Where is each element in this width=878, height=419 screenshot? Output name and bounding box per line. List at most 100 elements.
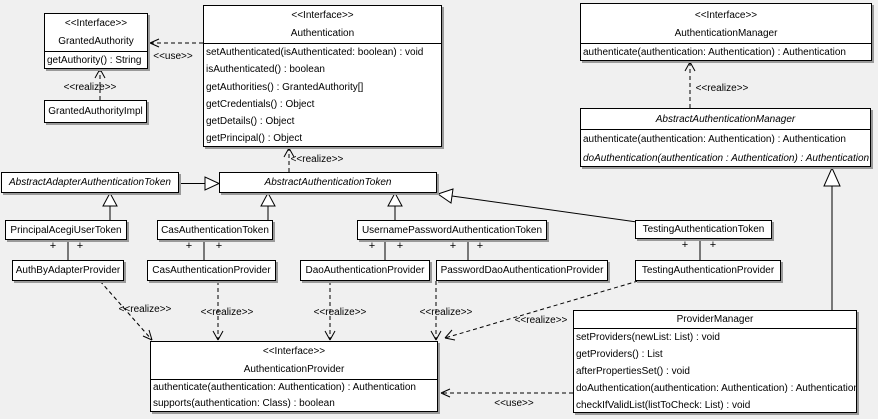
class-title: ProviderManager	[574, 311, 856, 328]
edge-generalization-testing-authentication-token	[436, 188, 638, 223]
edge-generalization-username-password-token	[387, 191, 403, 220]
edge-realize-authbyadapter-provider	[99, 280, 153, 341]
method: isAuthenticated() : boolean	[206, 64, 325, 76]
class-password-dao-authentication-provider: PasswordDaoAuthenticationProvider	[436, 260, 608, 281]
realize-label: <<realize>>	[313, 307, 367, 318]
class-granted-authority: <<Interface>> GrantedAuthority getAuthor…	[44, 13, 148, 69]
realize-label: <<realize>>	[419, 307, 473, 318]
class-username-password-authentication-token: UsernamePasswordAuthenticationToken	[357, 220, 547, 240]
edge-use-provider-manager-authentication-provider	[440, 388, 573, 398]
class-title: AbstractAuthenticationManager	[581, 109, 870, 129]
plus-label: +	[449, 240, 457, 252]
method: getDetails() : Object	[206, 116, 295, 128]
realize-label: <<realize>>	[118, 304, 172, 315]
plus-label: +	[215, 240, 223, 252]
class-name: AbstractAuthenticationToken	[264, 177, 392, 188]
method: getPrincipal() : Object	[206, 133, 303, 145]
method: getProviders() : List	[576, 349, 663, 360]
class-authentication: <<Interface>> Authentication setAuthenti…	[203, 5, 442, 147]
methods-compartment: setAuthenticated(isAuthenticated: boolea…	[204, 43, 441, 146]
method: doAuthentication(authentication : Authen…	[583, 153, 870, 164]
plus-label: +	[368, 240, 376, 252]
realize-label: <<realize>>	[695, 83, 749, 94]
class-name: TestingAuthenticationProvider	[641, 265, 775, 276]
stereotype-label: <<Interface>>	[291, 10, 354, 21]
edge-generalization-adapter-token-to-abstract-token	[179, 176, 221, 191]
class-authentication-manager: <<Interface>> AuthenticationManager auth…	[580, 3, 872, 61]
methods-compartment: authenticate(authentication: Authenticat…	[581, 43, 871, 60]
class-title: <<Interface>> GrantedAuthority	[45, 14, 147, 51]
class-testing-authentication-token: TestingAuthenticationToken	[635, 220, 772, 239]
class-name: AbstractAdapterAuthenticationToken	[9, 177, 171, 188]
plus-label: +	[76, 240, 84, 252]
stereotype-label: <<Interface>>	[694, 10, 758, 21]
method: setAuthenticated(isAuthenticated: boolea…	[206, 47, 424, 58]
class-abstract-authentication-token: AbstractAuthenticationToken	[219, 172, 437, 193]
class-name: PasswordDaoAuthenticationProvider	[440, 265, 604, 276]
methods-compartment: authenticate(authentication: Authenticat…	[151, 379, 437, 411]
edge-realize-testing-provider	[444, 280, 639, 341]
class-name: AuthByAdapterProvider	[15, 265, 121, 276]
plus-label: +	[476, 240, 484, 252]
class-name: AuthenticationManager	[674, 28, 778, 39]
class-testing-authentication-provider: TestingAuthenticationProvider	[635, 260, 781, 281]
edge-use-authentication-grantedauthority	[149, 38, 203, 48]
plus-label: +	[709, 239, 717, 251]
class-authentication-provider: <<Interface>> AuthenticationProvider aut…	[150, 341, 438, 412]
edge-generalization-cas-authentication-token	[260, 191, 276, 220]
realize-label: <<realize>>	[514, 315, 568, 326]
class-name: PrincipalAcegiUserToken	[10, 224, 122, 236]
realize-label: <<realize>>	[63, 82, 117, 93]
class-auth-by-adapter-provider: AuthByAdapterProvider	[12, 260, 124, 281]
method: authenticate(authentication: Authenticat…	[583, 134, 846, 145]
realize-label: <<realize>>	[200, 307, 254, 318]
edge-realize-passworddao-provider	[430, 281, 442, 341]
method: setProviders(newList: List) : void	[576, 332, 720, 343]
method: authenticate(authentication: Authenticat…	[583, 47, 846, 58]
use-label: <<use>>	[494, 398, 534, 409]
methods-compartment: authenticate(authentication: Authenticat…	[581, 129, 870, 166]
class-cas-authentication-token: CasAuthenticationToken	[157, 220, 273, 240]
class-name: AuthenticationProvider	[243, 364, 345, 375]
class-dao-authentication-provider: DaoAuthenticationProvider	[300, 260, 430, 281]
edge-realize-dao-provider	[324, 281, 336, 341]
class-name: CasAuthenticationToken	[161, 224, 269, 236]
stereotype-label: <<Interface>>	[262, 346, 326, 357]
class-name: Authentication	[290, 28, 355, 39]
stereotype-label: <<Interface>>	[64, 18, 128, 29]
class-name: TestingAuthenticationToken	[642, 224, 765, 235]
methods-compartment: setProviders(newList: List) : void getPr…	[574, 328, 856, 412]
class-provider-manager: ProviderManager setProviders(newList: Li…	[573, 310, 857, 413]
plus-label: +	[681, 239, 689, 251]
class-name: CasAuthenticationProvider	[152, 265, 271, 276]
edge-generalization-provider-manager-to-abstract-manager	[823, 166, 841, 310]
class-title: <<Interface>> AuthenticationProvider	[151, 342, 437, 379]
class-cas-authentication-provider: CasAuthenticationProvider	[147, 260, 276, 281]
class-name: DaoAuthenticationProvider	[305, 265, 425, 276]
method: doAuthentication(authentication: Authent…	[576, 383, 856, 394]
edge-realize-abstract-manager-authentication-manager	[684, 61, 696, 108]
class-name: ProviderManager	[676, 314, 754, 325]
method: getCredentials() : Object	[206, 98, 315, 110]
class-name: GrantedAuthorityImpl	[48, 106, 143, 117]
method: getAuthorities() : GrantedAuthority[]	[206, 81, 364, 93]
edge-generalization-principal-acegi-user-token	[102, 191, 118, 220]
plus-label: +	[396, 240, 404, 252]
class-abstract-authentication-manager: AbstractAuthenticationManager authentica…	[580, 108, 871, 167]
use-label: <<use>>	[153, 51, 193, 62]
realize-label: <<realize>>	[290, 154, 344, 165]
class-name: UsernamePasswordAuthenticationToken	[361, 224, 543, 236]
method: authenticate(authentication: Authenticat…	[153, 382, 416, 393]
class-name: GrantedAuthority	[58, 36, 134, 47]
method: supports(authentication: Class) : boolea…	[153, 397, 335, 409]
class-granted-authority-impl: GrantedAuthorityImpl	[44, 100, 147, 123]
class-title: <<Interface>> Authentication	[204, 6, 441, 43]
edge-realize-abstract-token-authentication	[283, 147, 295, 172]
method: checkIfValidList(listToCheck: List) : vo…	[576, 400, 751, 411]
class-abstract-adapter-authentication-token: AbstractAdapterAuthenticationToken	[1, 172, 179, 193]
edge-realize-cas-provider	[212, 281, 224, 341]
method: afterPropertiesSet() : void	[576, 366, 690, 377]
class-name: AbstractAuthenticationManager	[655, 113, 796, 125]
